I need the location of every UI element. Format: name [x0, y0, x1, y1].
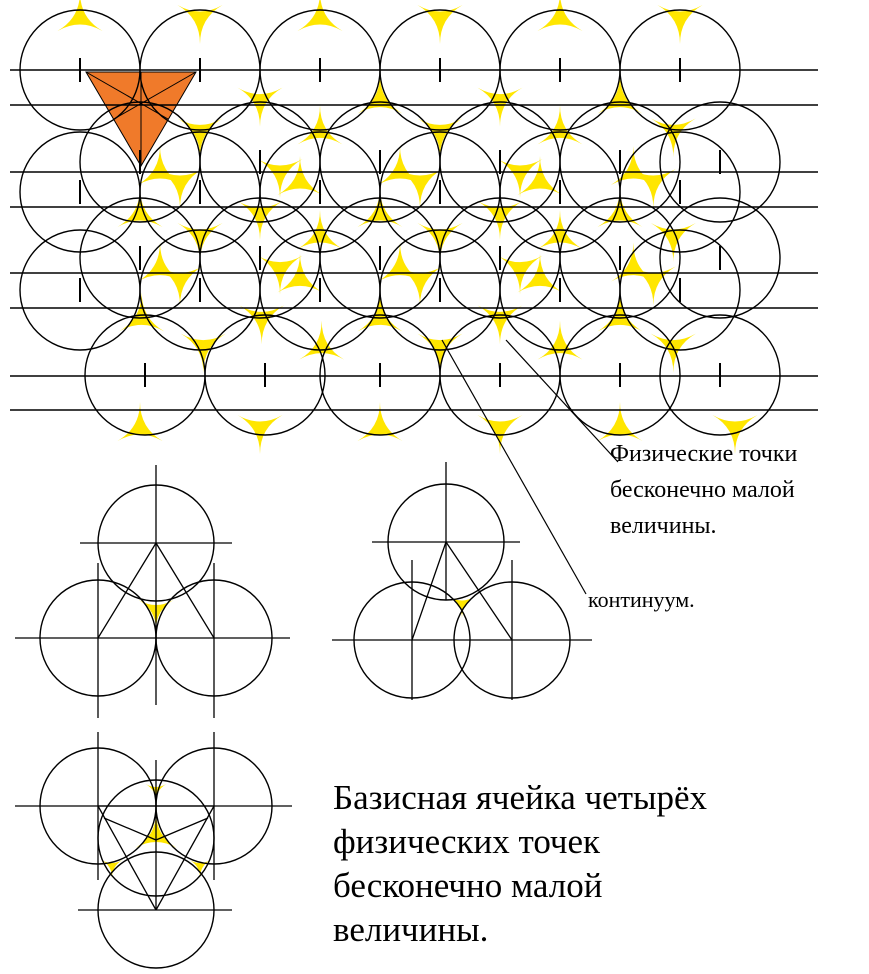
gap-fill [377, 242, 423, 282]
gap-fill [417, 5, 463, 44]
construction-line [97, 805, 157, 911]
lattice-circle [659, 101, 781, 223]
basis-cell-caption: Базисная ячейка четырёх физических точек… [333, 778, 708, 949]
gap-fill [657, 5, 703, 44]
gap-fill [417, 223, 463, 262]
gap-fill [297, 0, 343, 31]
gap-fill [177, 118, 223, 158]
leader-lines [441, 339, 619, 595]
gap-fill [449, 597, 475, 618]
lattice-circle [204, 314, 326, 436]
gap-fill [537, 105, 583, 145]
gap-fill [610, 242, 656, 282]
lattice-circle [559, 314, 681, 436]
gap-fill [597, 74, 643, 114]
detail-diagrams [15, 462, 592, 969]
gap-fill [597, 402, 643, 441]
construction-line [97, 542, 157, 639]
gap-fill [377, 146, 423, 185]
gap-fill [157, 169, 203, 208]
triangle-median [85, 71, 169, 120]
gap-fill [157, 266, 203, 306]
gap-fill [537, 0, 583, 31]
gap-fill [517, 156, 563, 195]
triangle-median [113, 71, 197, 120]
lattice-circles [19, 9, 781, 436]
gap-fill [712, 415, 758, 454]
gap-fill [180, 333, 226, 373]
gap-fill [417, 333, 463, 373]
lattice-circle [619, 229, 741, 351]
gap-fill [417, 118, 463, 158]
lattice-circle [559, 101, 681, 223]
gap-fill [357, 292, 403, 332]
construction-line [411, 541, 447, 641]
gap-fill [137, 242, 183, 282]
gap-fill [630, 169, 676, 208]
construction-line [155, 817, 209, 841]
construction-line [155, 542, 215, 639]
gap-fill [117, 402, 163, 441]
gap-fill [610, 146, 656, 185]
gap-fill [650, 118, 696, 158]
gap-fill [237, 201, 283, 240]
lattice-circle [619, 9, 741, 131]
gap-fill [137, 146, 183, 185]
gap-fill [630, 266, 676, 306]
vertical-ticks [79, 58, 721, 387]
gap-fill [497, 255, 543, 295]
gap-fill [650, 333, 696, 373]
gap-fill [537, 320, 583, 360]
construction-line [103, 817, 157, 841]
gap-fill [177, 223, 223, 262]
gap-fill [299, 320, 345, 360]
gap-fill [297, 105, 343, 145]
gap-fills [57, 0, 758, 454]
gap-fill [650, 223, 696, 262]
continuum-label: континуум. [588, 587, 695, 612]
gap-fill [357, 74, 403, 114]
gap-fill [57, 0, 103, 31]
gap-fill [397, 169, 443, 208]
gap-fill [119, 292, 165, 332]
gap-fill [239, 305, 285, 345]
gap-fill [357, 402, 403, 441]
gap-fill [257, 159, 303, 198]
gap-fill [597, 292, 643, 332]
gap-fill [477, 201, 523, 240]
gap-fill [397, 266, 443, 306]
gap-fill [257, 255, 303, 295]
gap-fill [177, 5, 223, 44]
lattice-circle [559, 197, 681, 319]
leader-line [505, 339, 619, 463]
gap-fill [497, 159, 543, 198]
construction-line [155, 805, 215, 911]
leader-line [441, 339, 587, 595]
physical-points-label: Физические точки бесконечно малой величи… [610, 441, 798, 539]
horizontal-lines [10, 69, 818, 411]
lattice-circle [659, 197, 781, 319]
gap-fill [477, 305, 523, 345]
highlight-triangle [85, 71, 197, 167]
gap-fill [277, 156, 323, 195]
gap-fill [237, 87, 283, 127]
construction-line [445, 541, 513, 641]
gap-fill [477, 87, 523, 127]
gap-fill [101, 860, 123, 878]
lattice-circle [659, 314, 781, 436]
gap-fill [189, 860, 211, 878]
